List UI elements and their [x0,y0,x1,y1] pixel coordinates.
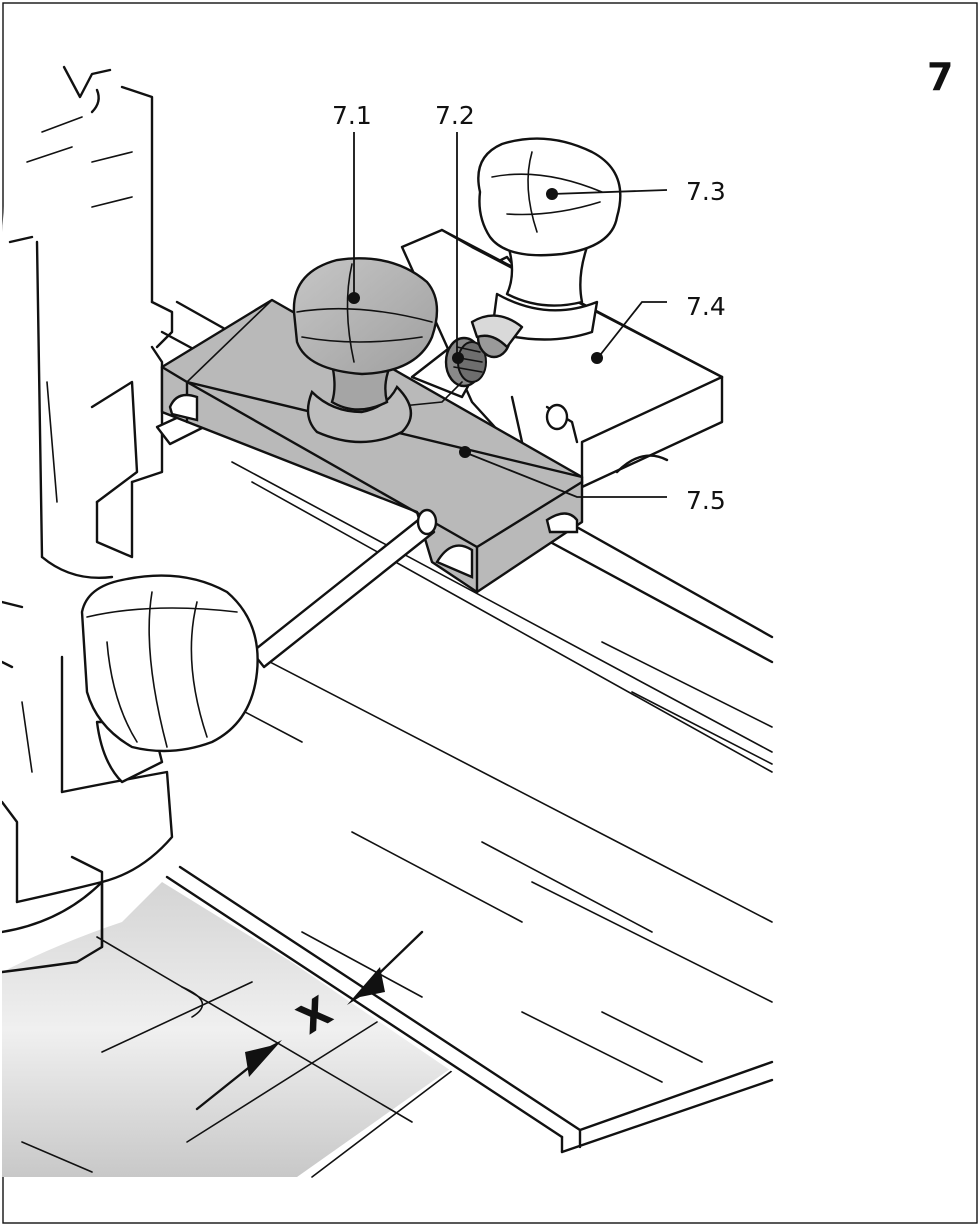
fence-part-7-4 [400,228,724,489]
router-body [2,65,174,974]
knob-7-1[interactable] [292,257,439,444]
callout-7-1: 7.1 [332,101,372,130]
leader-lines [348,132,668,498]
fence-part-7-5 [160,298,584,594]
callout-7-5: 7.5 [686,486,726,515]
router-side-knob[interactable] [80,574,259,784]
workpiece [2,882,458,1178]
figure-number: 7 [927,55,953,99]
callout-7-2: 7.2 [435,101,475,130]
knob-7-3[interactable] [477,137,622,341]
front-guide-rod [250,508,438,669]
clamp-7-2[interactable] [410,314,524,399]
callout-7-3: 7.3 [686,177,726,206]
callout-7-4: 7.4 [686,292,726,321]
